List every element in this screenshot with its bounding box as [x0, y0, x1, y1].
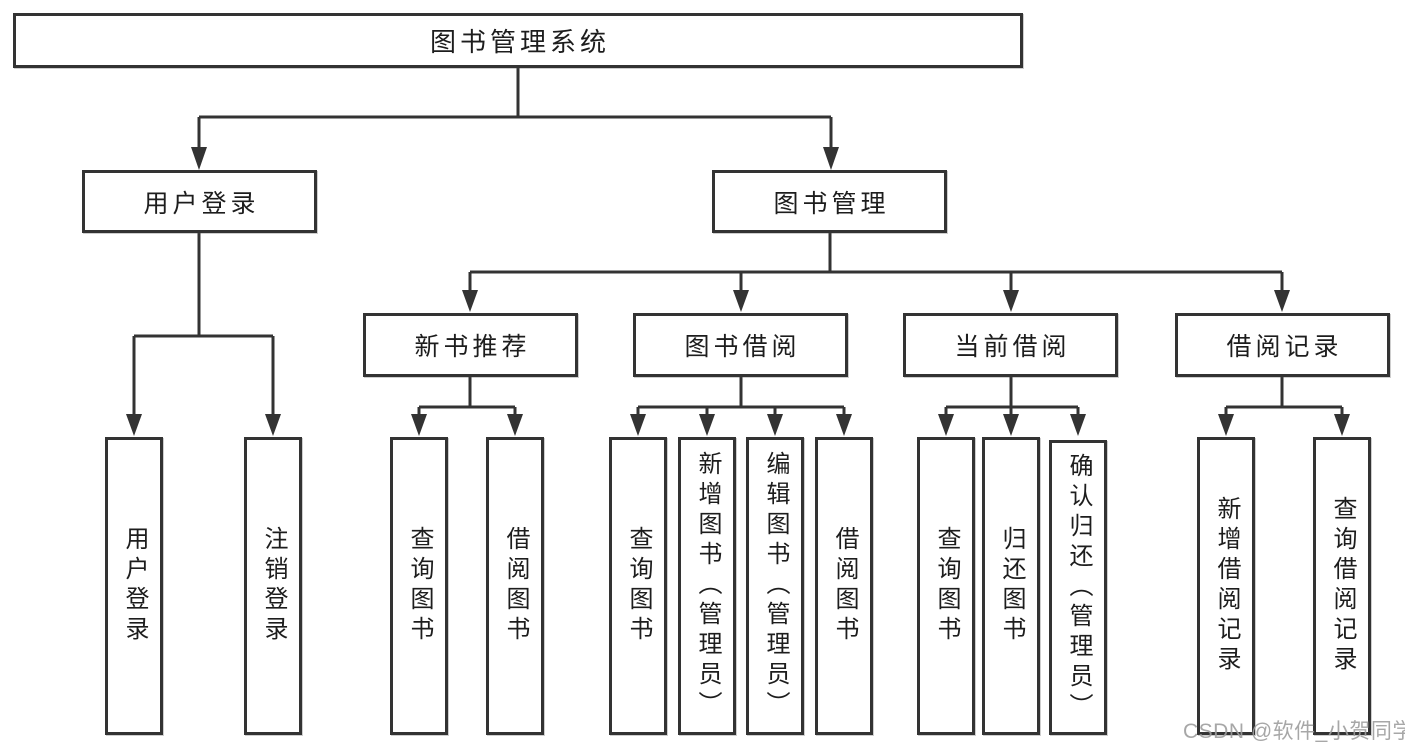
node-book-management: 图书管理 — [712, 170, 947, 233]
leaf-borrow-books-borrowing: 借阅图书 — [815, 437, 873, 735]
leaf-query-books-recommend: 查询图书 — [390, 437, 448, 735]
node-current-borrowing: 当前借阅 — [903, 313, 1118, 377]
node-root: 图书管理系统 — [13, 13, 1023, 68]
leaf-edit-book-admin: 编辑图书（管理员） — [746, 437, 804, 735]
leaf-user-login: 用户登录 — [105, 437, 163, 735]
node-user-login: 用户登录 — [82, 170, 317, 233]
leaf-add-book-admin: 新增图书（管理员） — [678, 437, 736, 735]
node-new-book-recommendation: 新书推荐 — [363, 313, 578, 377]
leaf-borrow-books-recommend: 借阅图书 — [486, 437, 544, 735]
leaf-add-borrow-record: 新增借阅记录 — [1197, 437, 1255, 735]
node-borrowing-records: 借阅记录 — [1175, 313, 1390, 377]
leaf-query-books-current: 查询图书 — [917, 437, 975, 735]
node-book-borrowing: 图书借阅 — [633, 313, 848, 377]
leaf-confirm-return-admin: 确认归还（管理员） — [1049, 440, 1107, 735]
leaf-query-borrow-record: 查询借阅记录 — [1313, 437, 1371, 735]
watermark-text: CSDN @软件_小贺同学 — [1183, 720, 1405, 743]
leaf-logout: 注销登录 — [244, 437, 302, 735]
leaf-query-books-borrowing: 查询图书 — [609, 437, 667, 735]
leaf-return-books: 归还图书 — [982, 437, 1040, 735]
